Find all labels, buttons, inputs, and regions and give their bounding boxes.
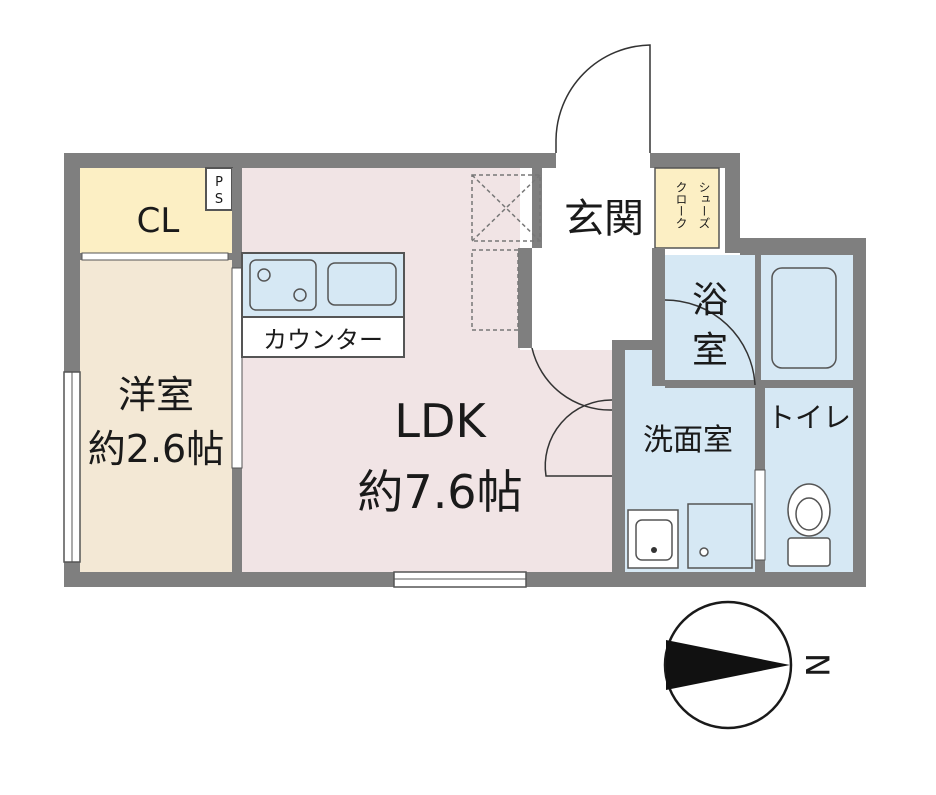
ldk-size: 約7.6帖 xyxy=(357,465,522,519)
outer-walls xyxy=(64,153,866,587)
western-room-size: 約2.6帖 xyxy=(88,427,224,471)
toilet-label: トイレ xyxy=(767,401,851,434)
north-label: N xyxy=(798,653,836,677)
shoe-closet-label-col1: シューズ xyxy=(697,181,711,229)
counter-label: カウンター xyxy=(263,326,383,354)
fridge-space xyxy=(471,174,541,331)
stove xyxy=(249,259,317,311)
washroom-fixtures xyxy=(627,503,753,569)
western-room-name: 洋室 xyxy=(118,373,194,417)
western-room-floor xyxy=(80,260,232,572)
compass: N xyxy=(663,600,836,730)
bathroom-label-2: 室 xyxy=(692,330,728,371)
burner-1 xyxy=(257,268,271,282)
shoe-closet-label-col2: クローク xyxy=(674,181,688,229)
washroom-door-swing xyxy=(544,399,613,477)
ps-label-top: P xyxy=(215,175,223,190)
burner-2 xyxy=(293,288,307,302)
ps-label-bottom: S xyxy=(215,192,223,207)
ldk-door-swing xyxy=(531,347,613,411)
entrance-label: 玄関 xyxy=(564,196,644,242)
openings xyxy=(63,153,766,588)
kitchen-counter xyxy=(241,252,405,358)
bathtub xyxy=(771,267,837,369)
sink xyxy=(327,262,397,306)
bathroom-label-1: 浴 xyxy=(692,280,728,321)
ldk-name: LDK xyxy=(394,394,487,448)
compass-arrow-icon xyxy=(666,640,790,690)
toilet-fixture xyxy=(787,483,831,567)
washroom-label: 洗面室 xyxy=(643,423,733,458)
closet-label: CL xyxy=(137,201,180,241)
bath-door-swing xyxy=(664,299,756,386)
shoe-closet-floor xyxy=(654,167,720,249)
front-door-swing xyxy=(555,44,651,153)
